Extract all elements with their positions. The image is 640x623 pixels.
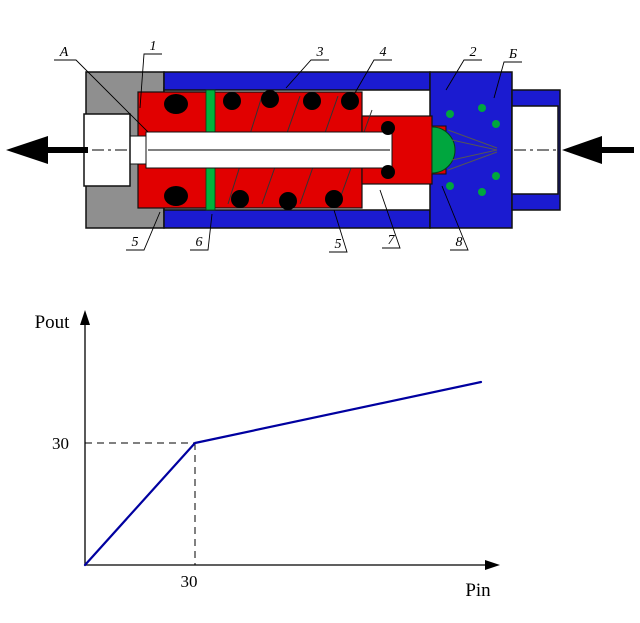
callout-label-1: 1 xyxy=(150,39,157,54)
x-axis-label: Pin xyxy=(465,580,491,601)
pressure-curve xyxy=(83,380,483,567)
poppet-green xyxy=(431,104,500,196)
y-tick-30: 30 xyxy=(52,434,69,453)
callout-label-B: Б xyxy=(508,47,517,62)
callout-label-2: 2 xyxy=(470,45,477,60)
flow-arrow-right-icon xyxy=(562,136,634,164)
x-axis-arrow-icon xyxy=(485,560,500,570)
poppet-spring-dots xyxy=(446,104,500,196)
flow-arrow-left-icon xyxy=(6,136,88,164)
callout-label-7: 7 xyxy=(388,233,396,248)
callout-label-6: 6 xyxy=(196,235,203,250)
callout-label-3: 3 xyxy=(316,45,324,60)
pressure-characteristic-chart: Pout Pin 30 30 xyxy=(35,310,500,601)
spring-coils-and-seals xyxy=(164,90,395,210)
y-axis-arrow-icon xyxy=(80,310,90,325)
callout-label-5b: 5 xyxy=(335,237,342,252)
poppet-spring-cone xyxy=(447,129,498,171)
callout-label-A: А xyxy=(59,45,69,60)
callout-leaders xyxy=(54,53,522,253)
valve-cross-section-diagram: А 1 3 4 2 Б 5 6 5 7 8 xyxy=(6,39,634,253)
callout-label-5a: 5 xyxy=(132,235,139,250)
y-axis-label: Pout xyxy=(35,312,71,333)
callout-label-8: 8 xyxy=(456,235,463,250)
callout-label-4: 4 xyxy=(380,45,387,60)
x-tick-30: 30 xyxy=(181,572,198,591)
